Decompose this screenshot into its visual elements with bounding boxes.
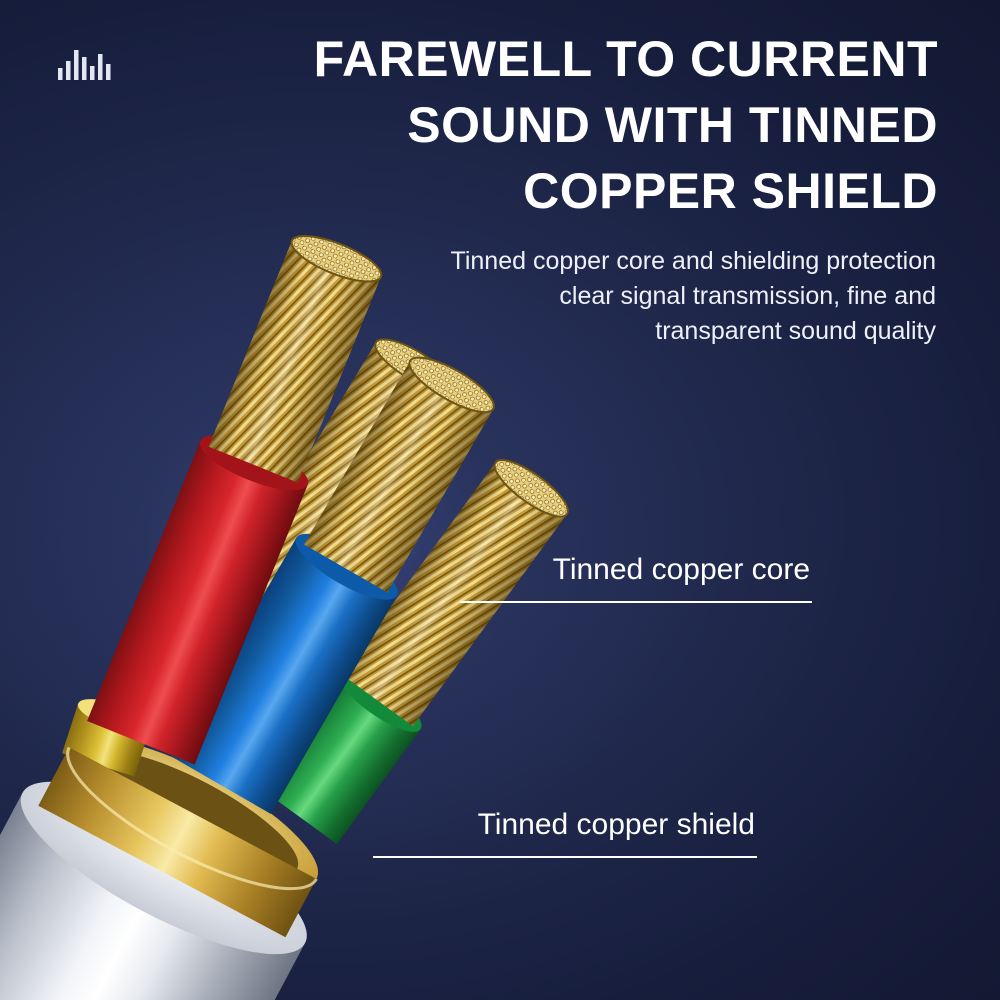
callout-core: Tinned copper core bbox=[460, 552, 812, 603]
callout-shield-label: Tinned copper shield bbox=[477, 808, 755, 841]
subtitle: Tinned copper core and shielding protect… bbox=[314, 244, 937, 349]
core-green bbox=[252, 459, 569, 845]
copper-shield-front-lip bbox=[67, 747, 317, 889]
heading-block: FAREWELL TO CURRENT SOUND WITH TINNED CO… bbox=[314, 26, 938, 349]
core-red bbox=[87, 235, 383, 765]
callout-core-label: Tinned copper core bbox=[552, 553, 810, 586]
shield-highlight bbox=[66, 746, 318, 891]
core-blue bbox=[170, 356, 495, 814]
title-line-3: COPPER SHIELD bbox=[523, 163, 938, 219]
equalizer-icon bbox=[58, 50, 111, 80]
title-line-2: SOUND WITH TINNED bbox=[407, 97, 938, 153]
subtitle-line-2: clear signal transmission, fine and bbox=[559, 282, 936, 310]
page-title: FAREWELL TO CURRENT SOUND WITH TINNED CO… bbox=[314, 26, 938, 224]
subtitle-line-1: Tinned copper core and shielding protect… bbox=[450, 247, 937, 275]
title-line-1: FAREWELL TO CURRENT bbox=[313, 31, 938, 87]
callout-shield: Tinned copper shield bbox=[373, 807, 757, 858]
subtitle-line-3: transparent sound quality bbox=[655, 317, 936, 345]
